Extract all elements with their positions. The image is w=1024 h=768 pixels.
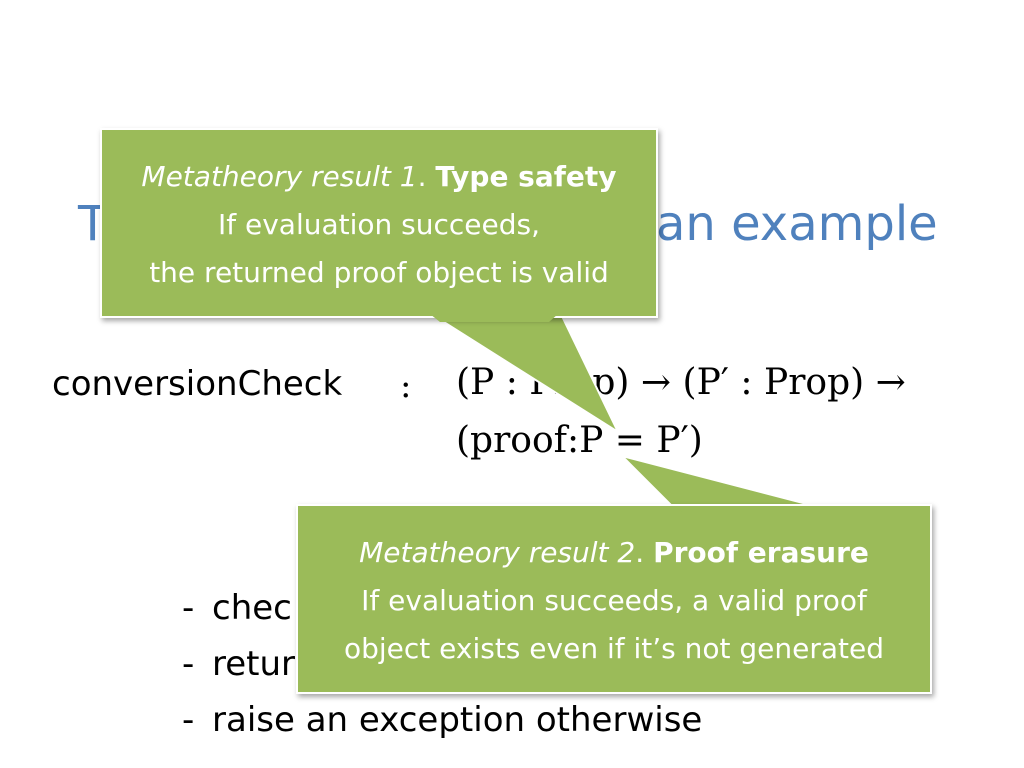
callout-type-safety-box: Metatheory result 1. Type safety If eval…	[100, 128, 658, 318]
callout-type-safety-separator: .	[417, 160, 436, 193]
callout-type-safety-label: Metatheory result 1	[141, 160, 418, 193]
slide-title-right: an example	[656, 196, 938, 252]
bullet-item: -chec	[182, 580, 702, 636]
bullet-dash: -	[182, 644, 195, 684]
callout-type-safety-line-3: the returned proof object is valid	[149, 256, 609, 289]
callout-proof-erasure-line-2: If evaluation succeeds, a valid proof	[361, 584, 867, 617]
bullet-text: raise an exception otherwise	[212, 700, 703, 740]
callout-proof-erasure-heading: Metatheory result 2. Proof erasure	[298, 529, 930, 577]
callout-proof-erasure-box: Metatheory result 2. Proof erasure If ev…	[296, 504, 932, 694]
bullet-text: retur	[212, 644, 296, 684]
callout-type-safety-heading: Metatheory result 1. Type safety	[102, 153, 656, 201]
signature-function-name: conversionCheck	[52, 364, 343, 404]
bullet-item: -raise an exception otherwise	[182, 692, 702, 748]
bullet-dash: -	[182, 588, 195, 628]
bullet-dash: -	[182, 700, 195, 740]
slide-title: T an example	[78, 196, 958, 266]
callout-proof-erasure-label: Metatheory result 2	[359, 536, 636, 569]
bullet-text: chec	[212, 588, 292, 628]
signature-colon: :	[400, 366, 412, 406]
callout-type-safety-line-2: If evaluation succeeds,	[217, 208, 541, 241]
callout-proof-erasure-line-3: object exists even if it’s not generated	[343, 632, 885, 665]
callout-proof-erasure-name: Proof erasure	[653, 536, 869, 569]
bullet-list: -chec -retur -raise an exception otherwi…	[182, 580, 702, 748]
bullet-item: -retur	[182, 636, 702, 692]
callout-type-safety-name: Type safety	[435, 160, 617, 193]
signature-type-line-2: (proof:P = P′)	[456, 420, 703, 461]
callout-proof-erasure-separator: .	[635, 536, 654, 569]
